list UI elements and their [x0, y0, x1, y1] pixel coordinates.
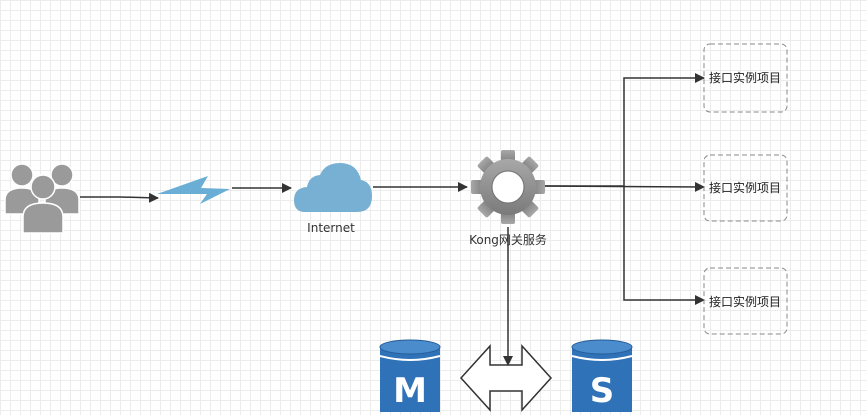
edge-users-to-link [80, 192, 159, 203]
database-s-letter: S [590, 371, 615, 411]
service-label: 接口实例项目 [709, 294, 781, 309]
gateway-label: Kong网关服务 [469, 232, 547, 247]
service-box-2: 接口实例项目 [703, 154, 788, 222]
database-s-icon: S [571, 339, 633, 412]
cloud-icon [294, 163, 372, 212]
service-box-1: 接口实例项目 [703, 43, 788, 113]
edge-gateway-to-service-1 [545, 73, 705, 187]
database-m-letter: M [393, 371, 427, 411]
edge-gateway-to-service-3 [623, 186, 705, 305]
service-label: 接口实例项目 [709, 70, 781, 85]
service-label: 接口实例项目 [709, 180, 781, 195]
service-box-3: 接口实例项目 [703, 267, 788, 335]
connectors [80, 73, 705, 366]
database-m-icon: M [379, 339, 441, 412]
users-icon [4, 163, 80, 234]
gear-icon [471, 150, 545, 224]
bidirectional-arrow-icon [459, 344, 553, 412]
internet-label: Internet [307, 221, 355, 235]
lightning-link-icon [157, 176, 230, 204]
